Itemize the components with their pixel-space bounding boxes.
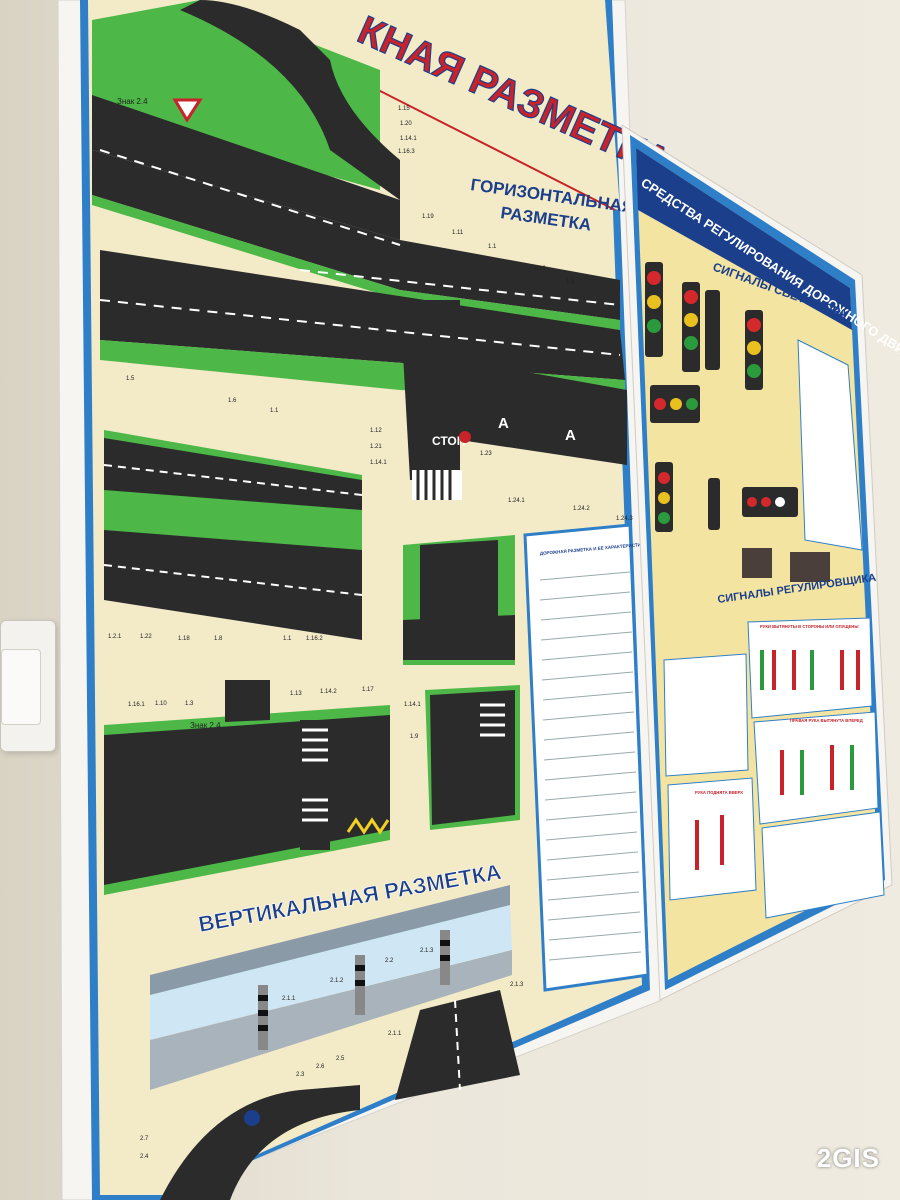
label-1-18: 1.18 [178, 636, 190, 642]
label-1-5: 1.5 [126, 376, 135, 382]
label-1-13: 1.13 [290, 691, 302, 697]
label-1-24-2: 1.24.2 [573, 506, 590, 512]
label-1-14-1-top: 1.14.1 [400, 136, 417, 142]
label-2-1-2: 2.1.2 [330, 978, 344, 984]
controller-panels: РУКИ ВЫТЯНУТЫ В СТОРОНЫ ИЛИ ОПУЩЕНЫ ПРАВ… [663, 617, 885, 919]
right-poster: СРЕДСТВА РЕГУЛИРОВАНИЯ ДОРОЖНОГО ДВИЖЕНИ… [621, 124, 900, 1001]
sign-label-1: Знак 2.4 [117, 97, 148, 106]
label-1-9: 1.9 [410, 734, 419, 740]
right-text-box [797, 339, 863, 551]
label-1-14-1: 1.14.1 [370, 460, 387, 466]
label-1-24-3: 1.24.3 [616, 516, 633, 522]
label-1-3: 1.3 [185, 701, 194, 707]
right-lower-road [425, 685, 520, 830]
label-1-11: 1.11 [452, 230, 464, 236]
panel-1-title: РУКИ ВЫТЯНУТЫ В СТОРОНЫ ИЛИ ОПУЩЕНЫ [760, 624, 858, 629]
label-1-16-3: 1.16.3 [398, 149, 415, 155]
label-1-19: 1.19 [422, 214, 434, 220]
label-1-22: 1.22 [140, 634, 152, 640]
left-poster: КНАЯ РАЗМЕТКА Г [57, 0, 678, 1200]
text-column: ДОРОЖНАЯ РАЗМЕТКА И ЕЕ ХАРАКТЕРИСТИКИ [523, 523, 650, 992]
label-1-21: 1.21 [370, 444, 382, 450]
label-2-4: 2.4 [140, 1154, 149, 1160]
middle-road-block [103, 430, 363, 640]
panel-3-title: РУКА ПОДНЯТА ВВЕРХ [695, 790, 743, 795]
label-1-16: 1.16 [534, 266, 546, 272]
label-1-6: 1.6 [228, 398, 237, 404]
label-1-15: 1.15 [398, 106, 410, 112]
label-1-16-2: 1.16.2 [306, 636, 323, 642]
label-2-1-1-b: 2.1.1 [388, 1031, 402, 1037]
top-road-scene [92, 0, 627, 500]
label-1-1-mid: 1.1 [283, 636, 292, 642]
label-1-14-1-low: 1.14.1 [404, 702, 421, 708]
label-1-24-1: 1.24.1 [508, 498, 525, 504]
light-switch[interactable] [0, 620, 56, 752]
watermark: 2GIS [816, 1143, 880, 1173]
label-1-23: 1.23 [480, 451, 492, 457]
label-1-2-1: 1.2.1 [108, 634, 122, 640]
label-2-7: 2.7 [140, 1136, 149, 1142]
lane-letter-2: А [565, 427, 576, 444]
label-2-6: 2.6 [316, 1064, 325, 1070]
lower-road-block [104, 680, 390, 895]
label-2-1-1: 2.1.1 [282, 996, 296, 1002]
t-junction-block [403, 535, 515, 665]
label-2-1-3-b: 2.1.3 [510, 982, 524, 988]
label-1-1-top: 1.1 [488, 244, 497, 250]
light-switch-key[interactable] [1, 649, 41, 725]
label-1-17: 1.17 [362, 687, 374, 693]
sign-label-2: Знак 2.4 [190, 721, 221, 730]
curve-road-illustration [160, 1085, 360, 1200]
label-1-5-top: 1.5 [566, 279, 575, 285]
lane-letter-1: А [498, 415, 509, 432]
traffic-lights-group [645, 262, 830, 582]
label-2-5: 2.5 [336, 1056, 345, 1062]
underpass-illustration [395, 990, 520, 1100]
label-2-3: 2.3 [296, 1072, 305, 1078]
stop-sign-icon [459, 431, 471, 443]
label-2-2: 2.2 [385, 958, 394, 964]
panel-2-title: ПРАВАЯ РУКА ВЫТЯНУТА ВПЕРЕД [790, 718, 863, 723]
overpass-illustration [150, 885, 512, 1090]
label-1-20: 1.20 [400, 121, 412, 127]
label-1-14-2: 1.14.2 [320, 689, 337, 695]
label-1-8: 1.8 [214, 636, 223, 642]
stop-word: СТОП [432, 434, 465, 448]
label-1-12: 1.12 [370, 428, 382, 434]
label-2-1-3: 2.1.3 [420, 948, 434, 954]
label-1-1: 1.1 [270, 408, 279, 414]
marking-callouts: 1.15 1.20 1.14.1 1.16.3 1.19 1.11 1.1 1.… [108, 106, 633, 1160]
label-1-16-1: 1.16.1 [128, 702, 145, 708]
label-1-10: 1.10 [155, 701, 167, 707]
